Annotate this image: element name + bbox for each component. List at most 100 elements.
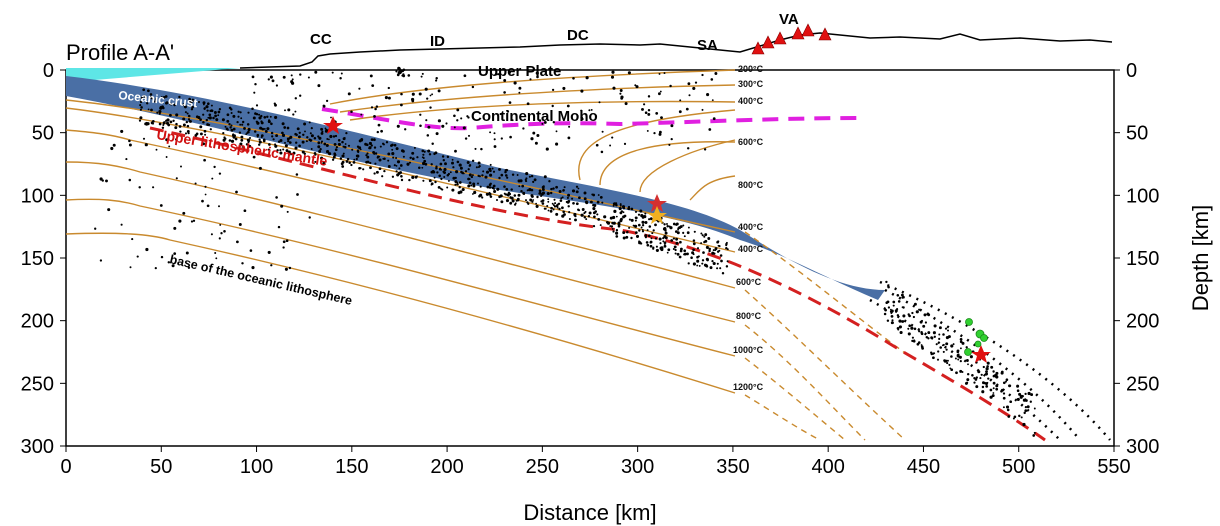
quake-point <box>678 255 682 259</box>
quake-point <box>335 145 339 149</box>
quake-point <box>228 106 232 110</box>
quake-point <box>358 87 361 90</box>
quake-point <box>588 211 592 215</box>
quake-point <box>538 192 541 195</box>
quake-point <box>995 371 999 375</box>
quake-point <box>416 175 418 178</box>
quake-point <box>277 225 281 229</box>
quake-point <box>139 116 143 120</box>
quake-point <box>566 104 570 108</box>
quake-point <box>210 233 213 236</box>
quake-point <box>627 71 631 75</box>
quake-point <box>720 259 723 263</box>
isotherm-line <box>578 109 736 181</box>
quake-point <box>473 190 477 195</box>
quake-point <box>447 179 450 182</box>
iso-label-300: 300°C <box>738 79 764 89</box>
quake-point <box>266 127 270 131</box>
quake-point <box>619 219 623 223</box>
quake-point <box>986 381 989 384</box>
quake-point <box>260 134 264 137</box>
quake-point <box>693 230 696 233</box>
quake-point <box>942 350 945 353</box>
iso-label-1200: 1200°C <box>733 382 764 392</box>
quake-point <box>458 163 462 167</box>
quake-point <box>640 214 644 218</box>
quake-point <box>261 127 265 131</box>
quake-point <box>391 175 395 178</box>
quake-point <box>658 237 662 241</box>
quake-point <box>637 213 641 216</box>
quake-point <box>687 82 691 86</box>
quake-point <box>597 194 600 196</box>
quake-point <box>440 177 443 181</box>
quake-point <box>634 224 638 228</box>
quake-point <box>281 133 286 137</box>
quake-point <box>687 262 690 265</box>
quake-point <box>578 196 581 200</box>
quake-point <box>286 126 290 130</box>
quake-point <box>185 120 188 124</box>
quake-point <box>424 87 428 91</box>
quake-point <box>619 204 622 207</box>
quake-point <box>522 192 526 196</box>
quake-point <box>347 92 351 96</box>
quake-point <box>292 113 295 116</box>
quake-point <box>307 76 310 79</box>
quake-point <box>252 116 256 120</box>
quake-point <box>342 137 346 141</box>
quake-point <box>954 357 957 360</box>
quake-point <box>333 142 337 146</box>
y-tick-label-right: 150 <box>1126 248 1159 270</box>
quake-point <box>395 70 398 73</box>
quake-point <box>890 321 894 325</box>
quake-point <box>369 166 372 170</box>
quake-point <box>644 221 648 224</box>
quake-point <box>160 255 164 259</box>
quake-point <box>613 209 617 213</box>
quake-point <box>174 126 178 130</box>
quake-point <box>655 112 659 115</box>
quake-point <box>326 150 330 154</box>
quake-point <box>150 108 153 112</box>
x-tick-label: 450 <box>907 456 940 478</box>
quake-point <box>907 327 910 330</box>
quake-point <box>458 186 461 189</box>
quake-point <box>1013 415 1017 419</box>
quake-point <box>706 93 710 97</box>
quake-point <box>411 97 415 102</box>
quake-point <box>549 209 553 213</box>
quake-point <box>175 122 178 126</box>
quake-point <box>571 189 576 193</box>
quake-point <box>532 131 536 135</box>
quake-point <box>609 225 612 228</box>
quake-point <box>577 208 580 211</box>
quake-point <box>287 108 291 112</box>
quake-point <box>451 158 454 161</box>
quake-point <box>326 138 329 140</box>
quake-point <box>686 147 690 150</box>
quake-point <box>911 311 914 315</box>
label-va: VA <box>779 11 799 28</box>
quake-point <box>387 96 391 100</box>
quake-point <box>299 73 302 76</box>
quake-point <box>173 252 177 255</box>
x-tick-label: 0 <box>60 456 71 478</box>
quake-point <box>462 126 466 130</box>
quake-point <box>505 199 510 203</box>
quake-point <box>532 199 535 201</box>
quake-point <box>251 266 255 270</box>
volcano-icon <box>761 35 775 49</box>
quake-point <box>427 125 431 129</box>
quake-point <box>99 259 103 262</box>
isotherm-line <box>65 232 736 394</box>
quake-point <box>427 149 431 153</box>
quake-point <box>1000 371 1004 375</box>
quake-point <box>234 137 238 141</box>
quake-point <box>708 249 711 253</box>
quake-point <box>242 145 245 149</box>
quake-point <box>589 200 593 204</box>
quake-point <box>726 260 729 263</box>
quake-point <box>562 189 565 192</box>
quake-point <box>452 176 456 180</box>
